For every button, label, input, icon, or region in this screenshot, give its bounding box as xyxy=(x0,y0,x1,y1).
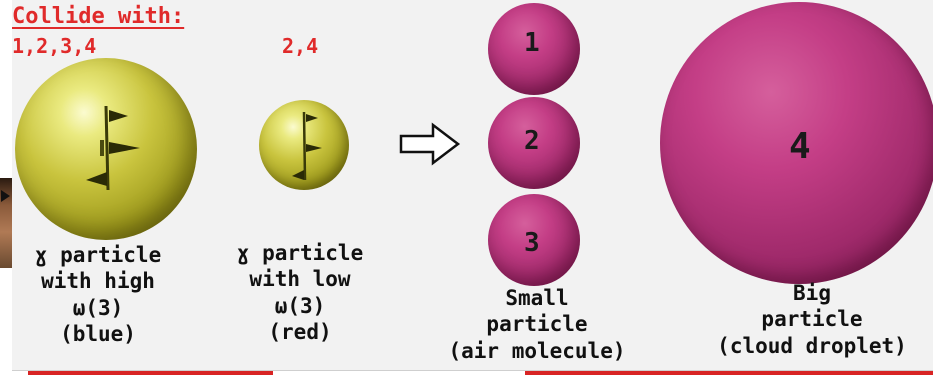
background-red-bar-right xyxy=(525,369,933,375)
small-particle-2 xyxy=(488,97,580,189)
caption-gamma-low: ɣ particle with low ω(3) (red) xyxy=(214,240,386,345)
particle-number-1: 1 xyxy=(524,28,540,58)
caption-line: ɣ particle xyxy=(34,243,162,267)
collide-title: Collide with: xyxy=(12,4,185,29)
caption-line: Small xyxy=(505,286,569,310)
caption-line: ω(3) xyxy=(274,293,326,318)
caption-line: (blue) xyxy=(60,321,136,346)
caption-gamma-high: ɣ particle with high ω(3) (blue) xyxy=(12,242,184,347)
caption-line: particle xyxy=(486,312,588,337)
caption-line: (red) xyxy=(268,319,332,344)
background-red-bar-left xyxy=(28,369,273,375)
particle-number-3: 3 xyxy=(524,228,540,258)
gamma-particle-glyph-icon xyxy=(292,111,322,181)
caption-line: ɣ particle xyxy=(236,241,364,265)
caption-line: particle xyxy=(761,307,863,332)
caption-line: Big xyxy=(793,281,831,305)
collide-label-low: 2,4 xyxy=(282,34,319,58)
caption-small-particle: Small particle (air molecule) xyxy=(432,285,642,364)
particle-number-2: 2 xyxy=(524,126,540,156)
small-particle-3 xyxy=(488,194,580,286)
small-particle-1 xyxy=(488,3,580,95)
background-play-arrow-icon xyxy=(1,190,10,202)
caption-line: (air molecule) xyxy=(448,338,626,363)
caption-line: ω(3) xyxy=(72,295,124,320)
gamma-particle-glyph-icon xyxy=(86,105,140,191)
caption-line: (cloud droplet) xyxy=(717,333,907,358)
caption-line: with low xyxy=(249,267,351,292)
caption-big-particle: Big particle (cloud droplet) xyxy=(692,280,932,359)
collide-label-high: 1,2,3,4 xyxy=(12,34,97,58)
caption-line: with high xyxy=(41,269,155,294)
right-arrow-icon xyxy=(399,122,461,166)
particle-number-4: 4 xyxy=(789,126,811,167)
slide: Collide with: 1,2,3,4 2,4 1 2 3 4 ɣ part… xyxy=(12,0,933,371)
big-particle-4 xyxy=(660,2,933,284)
